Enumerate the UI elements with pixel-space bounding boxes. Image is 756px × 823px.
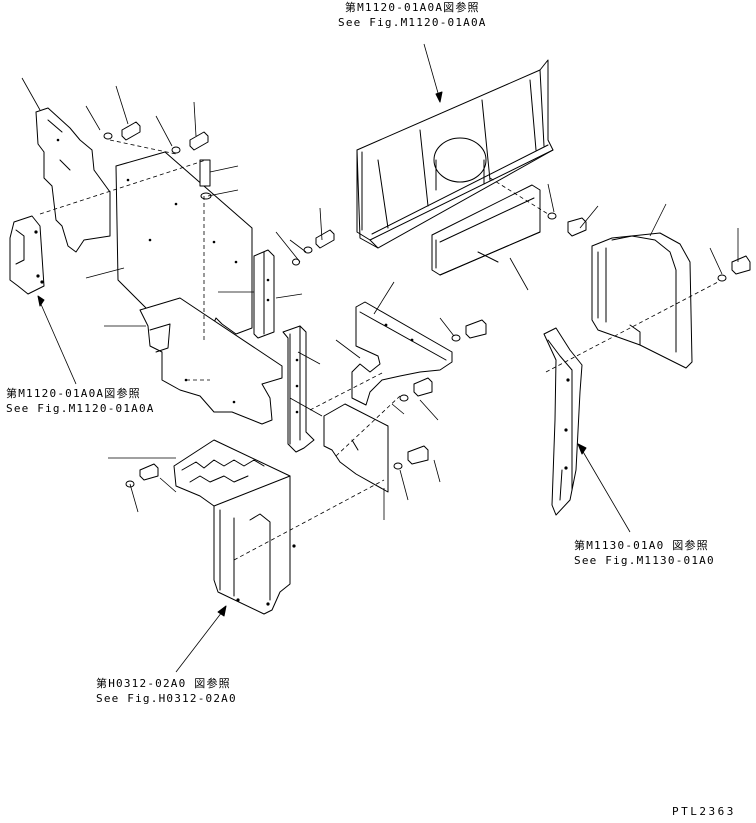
leader-lines bbox=[21, 43, 739, 673]
bolt-1 bbox=[103, 121, 141, 141]
upper-left-bracket bbox=[35, 107, 111, 253]
bolt-7 bbox=[451, 319, 487, 342]
lower-left-bracket bbox=[9, 215, 45, 295]
reference-label-jp: 第M1120-01A0A図参照 bbox=[6, 387, 141, 400]
bolt-9 bbox=[393, 445, 429, 470]
lower-center-panel bbox=[323, 403, 389, 493]
small-lower-cover bbox=[431, 184, 541, 276]
side-shroud bbox=[591, 232, 693, 369]
angle-bracket bbox=[253, 249, 275, 339]
mounting-frame bbox=[173, 439, 296, 615]
bolt-6 bbox=[717, 255, 751, 282]
middle-panel-with-cutout bbox=[351, 301, 453, 406]
reference-label-en: See Fig.H0312-02A0 bbox=[96, 692, 237, 705]
alignment-lines bbox=[39, 139, 719, 561]
front-cover-plate bbox=[139, 297, 283, 425]
reference-label-en: See Fig.M1130-01A0 bbox=[574, 554, 715, 567]
bolt-8 bbox=[399, 377, 433, 402]
bolt-2 bbox=[171, 131, 209, 154]
bolt-4 bbox=[292, 229, 335, 266]
large-cover-panel bbox=[356, 59, 554, 249]
reference-label-en: See Fig.M1120-01A0A bbox=[338, 16, 487, 29]
drawing-number: PTL2363 bbox=[672, 805, 736, 818]
reference-label-top-right: 第M1120-01A0A図参照 See Fig.M1120-01A0A bbox=[338, 0, 487, 30]
bolt-10 bbox=[125, 463, 159, 488]
reference-label-bottom: 第H0312-02A0 図参照 See Fig.H0312-02A0 bbox=[96, 676, 237, 706]
reference-label-right: 第M1130-01A0 図参照 See Fig.M1130-01A0 bbox=[574, 538, 715, 568]
reference-label-jp: 第M1120-01A0A図参照 bbox=[344, 1, 480, 14]
vertical-bracket bbox=[543, 327, 583, 516]
vertical-channel bbox=[282, 325, 315, 453]
bolt-5 bbox=[547, 212, 587, 237]
bolt-3 bbox=[199, 159, 212, 200]
reference-label-left: 第M1120-01A0A図参照 See Fig.M1120-01A0A bbox=[6, 386, 155, 416]
reference-label-en: See Fig.M1120-01A0A bbox=[6, 402, 155, 415]
construction-lines bbox=[108, 291, 323, 459]
reference-label-jp: 第M1130-01A0 図参照 bbox=[574, 539, 709, 552]
reference-label-jp: 第H0312-02A0 図参照 bbox=[96, 677, 231, 690]
